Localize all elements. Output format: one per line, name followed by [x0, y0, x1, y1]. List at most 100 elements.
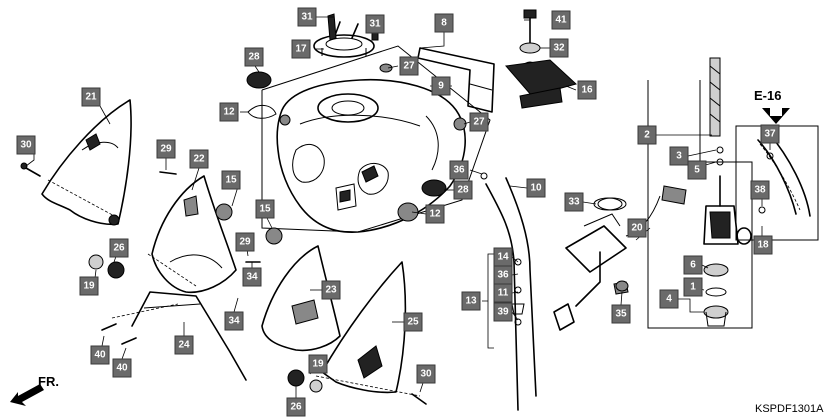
svg-text:31: 31: [369, 19, 381, 30]
callout-5: 5: [687, 160, 707, 180]
svg-text:19: 19: [83, 281, 95, 292]
callout-27: 27: [399, 56, 419, 76]
e16-arrow-icon: [762, 108, 790, 124]
callout-32: 32: [549, 38, 569, 58]
tank-group-frame: [261, 45, 491, 233]
lower-stay: [111, 291, 247, 381]
svg-text:34: 34: [246, 272, 258, 283]
callout-27: 27: [469, 112, 489, 132]
bracket-16: [505, 59, 578, 109]
fuel-valve: [703, 146, 752, 245]
callout-34: 34: [242, 267, 262, 287]
callout-36: 36: [493, 265, 513, 285]
cap-6: [703, 263, 729, 277]
fuel-strainer: [709, 57, 721, 137]
callout-29: 29: [156, 139, 176, 159]
cushion-15: [215, 203, 283, 245]
fuel-filler-cap: [313, 21, 375, 58]
svg-text:12: 12: [429, 209, 441, 220]
callout-28: 28: [244, 47, 264, 67]
svg-text:39: 39: [497, 307, 509, 318]
o-ring-33: [597, 197, 627, 211]
clip: [247, 105, 291, 126]
svg-text:15: 15: [259, 204, 271, 215]
callout-26: 26: [109, 238, 129, 258]
svg-text:36: 36: [453, 165, 465, 176]
callout-40: 40: [112, 358, 132, 378]
drain-hose: [485, 177, 537, 411]
screw-29: [159, 171, 261, 263]
svg-text:22: 22: [193, 154, 205, 165]
svg-text:9: 9: [438, 81, 444, 92]
callout-2: 2: [637, 125, 657, 145]
svg-text:1: 1: [690, 282, 696, 293]
callout-13: 13: [461, 291, 481, 311]
callout-40: 40: [90, 345, 110, 365]
callout-35: 35: [611, 304, 631, 324]
screw-30-right: [411, 393, 427, 405]
svg-text:32: 32: [553, 43, 565, 54]
front-direction-label: FR.: [38, 374, 59, 389]
callout-14: 14: [493, 247, 513, 267]
hose-e16-group-frame: [735, 125, 819, 241]
svg-text:23: 23: [325, 285, 337, 296]
inner-cover-left: [147, 175, 237, 294]
fuel-pump-group-frame: [647, 80, 753, 329]
callout-12: 12: [219, 102, 239, 122]
callout-37: 37: [760, 124, 780, 144]
screw-30-left: [20, 162, 41, 177]
rubber-grommet: [246, 63, 467, 222]
svg-text:40: 40: [116, 363, 128, 374]
callout-41: 41: [551, 10, 571, 30]
right-shroud: [315, 261, 421, 397]
callout-25: 25: [403, 312, 423, 332]
svg-text:17: 17: [295, 44, 307, 55]
svg-text:35: 35: [615, 309, 627, 320]
callout-26: 26: [286, 397, 306, 417]
svg-text:6: 6: [690, 260, 696, 271]
svg-text:29: 29: [160, 144, 172, 155]
svg-text:8: 8: [441, 18, 447, 29]
svg-text:36: 36: [497, 270, 509, 281]
callout-1: 1: [683, 277, 703, 297]
nut-35: [615, 280, 629, 292]
front-direction-arrow-icon: [10, 384, 44, 406]
left-shroud: [41, 99, 132, 226]
callout-30: 30: [416, 364, 436, 384]
svg-text:4: 4: [666, 294, 672, 305]
callout-29: 29: [235, 232, 255, 252]
callout-30: 30: [16, 135, 36, 155]
callout-4: 4: [659, 289, 679, 309]
svg-text:3: 3: [676, 151, 682, 162]
callout-17: 17: [291, 39, 311, 59]
svg-text:12: 12: [223, 107, 235, 118]
callout-33: 33: [564, 192, 584, 212]
svg-text:14: 14: [497, 252, 509, 263]
svg-text:10: 10: [530, 183, 542, 194]
svg-text:29: 29: [239, 237, 251, 248]
callout-24: 24: [174, 335, 194, 355]
svg-text:13: 13: [465, 296, 477, 307]
svg-text:33: 33: [568, 197, 580, 208]
bolt-40: [101, 323, 137, 345]
fuel-pump: [553, 185, 687, 331]
callout-9: 9: [431, 76, 451, 96]
svg-text:25: 25: [407, 317, 419, 328]
callout-15: 15: [255, 199, 275, 219]
callout-8: 8: [434, 13, 454, 33]
section-reference: E-16: [754, 88, 781, 103]
clip-37-38: [758, 152, 774, 214]
svg-text:31: 31: [301, 12, 313, 23]
svg-text:40: 40: [94, 350, 106, 361]
callout-16: 16: [577, 80, 597, 100]
callout-15: 15: [221, 170, 241, 190]
svg-text:38: 38: [754, 185, 766, 196]
clip-36: [480, 172, 488, 180]
callout-19: 19: [79, 276, 99, 296]
callout-20: 20: [627, 218, 647, 238]
svg-text:2: 2: [644, 130, 650, 141]
callout-18: 18: [753, 235, 773, 255]
svg-text:30: 30: [420, 369, 432, 380]
svg-text:30: 30: [20, 140, 32, 151]
